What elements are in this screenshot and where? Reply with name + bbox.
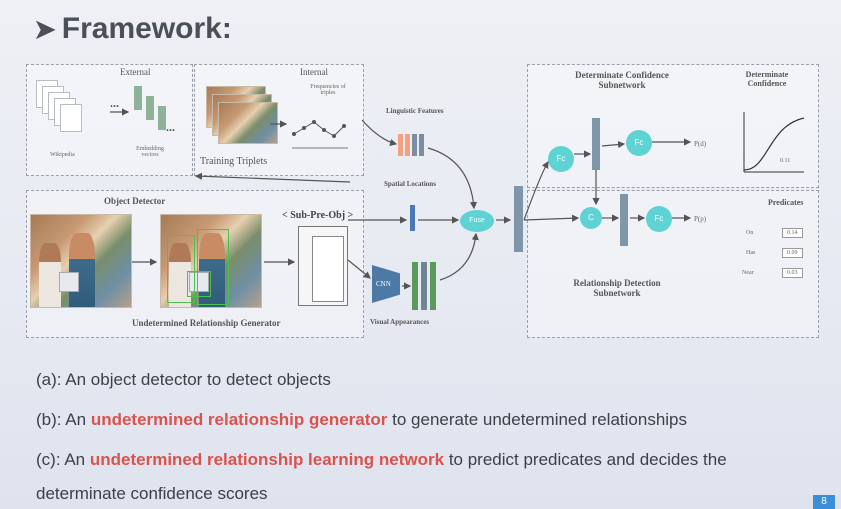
embedding-vector — [158, 106, 166, 130]
concat-node: C — [580, 207, 602, 229]
linguistic-feature-bar — [405, 134, 410, 156]
predicate-name: Near — [742, 270, 754, 276]
cnn-label: CNN — [376, 280, 391, 288]
page-number: 8 — [813, 495, 835, 509]
slide-title: ➤Framework: — [34, 12, 232, 46]
ellipsis-text: ... — [166, 120, 175, 134]
bullet-c-continued: determinate confidence scores — [36, 484, 268, 504]
bullet-b: (b): An undetermined relationship genera… — [36, 410, 687, 430]
wikipedia-label: Wikipedia — [50, 152, 75, 158]
bullet-text: (b): An — [36, 410, 91, 429]
bullet-c: (c): An undetermined relationship learni… — [36, 450, 727, 470]
fused-feature-bar — [514, 186, 523, 252]
linguistic-features-label: Linguistic Features — [386, 107, 444, 115]
linguistic-feature-bar — [398, 134, 403, 156]
fc-node-shared: Fc — [548, 146, 574, 172]
bullet-text: (a): An object detector to detect object… — [36, 370, 331, 389]
generator-label: Undetermined Relationship Generator — [132, 318, 281, 328]
external-label: External — [120, 67, 151, 77]
bullet-text: to generate undetermined relationships — [387, 410, 688, 429]
pp-label: P(p) — [694, 215, 707, 223]
detected-image — [160, 214, 262, 308]
conf-feature-bar — [592, 118, 600, 170]
predicate-score: 0.09 — [782, 248, 803, 258]
linguistic-feature-bar — [419, 134, 424, 156]
visual-appearances-label: Visual Appearances — [370, 318, 430, 326]
fc-node-rel: Fc — [646, 206, 672, 232]
embedding-vector — [134, 86, 142, 110]
frequencies-label: Frequencies of triples — [310, 84, 346, 96]
spatial-feature-bar — [410, 205, 415, 231]
rel-feature-bar — [620, 194, 628, 246]
predicates-label: Predicates — [768, 198, 804, 207]
bullet-text: to predict predicates and decides the — [444, 450, 727, 469]
training-triplets-label: Training Triplets — [200, 156, 268, 167]
conf-value: 0.11 — [780, 158, 791, 164]
object-detector-label: Object Detector — [104, 196, 166, 206]
predicate-score: 0.14 — [782, 228, 803, 238]
input-image — [30, 214, 132, 308]
detection-box — [167, 235, 195, 303]
embedding-vector — [146, 96, 154, 120]
embedding-label: Embedding vectors — [136, 146, 164, 158]
fc-node-conf: Fc — [626, 130, 652, 156]
bullet-highlight: undetermined relationship generator — [90, 410, 388, 429]
spatial-locations-label: Spatial Locations — [384, 180, 436, 188]
detection-box — [197, 229, 229, 305]
confidence-curve-plot — [743, 112, 805, 173]
bullet-text: determinate confidence scores — [36, 484, 268, 503]
internal-label: Internal — [300, 67, 328, 77]
predicate-name: Has — [746, 250, 756, 256]
frequency-plot — [292, 120, 348, 149]
visual-feature-bar — [421, 262, 427, 310]
candidate-region-inner — [312, 236, 344, 302]
ellipsis-text: ... — [110, 96, 119, 110]
det-conf-label: Determinate Confidence — [745, 70, 789, 88]
arrow-bullet-icon: ➤ — [34, 14, 56, 44]
sub-pre-obj-label: < Sub-Pre-Obj > — [282, 210, 354, 221]
fuse-node: Fuse — [460, 210, 494, 232]
bullet-text: (c): An — [36, 450, 90, 469]
visual-feature-bar — [430, 262, 436, 310]
bullet-highlight: undetermined relationship learning netwo… — [89, 450, 445, 469]
visual-feature-bar — [412, 262, 418, 310]
linguistic-feature-bar — [412, 134, 417, 156]
wikipedia-doc-icon — [60, 104, 82, 132]
pd-label: P(d) — [694, 140, 707, 148]
predicate-score: 0.03 — [782, 268, 803, 278]
rel-det-subnetwork-label: Relationship Detection Subnetwork — [573, 278, 661, 298]
training-image-thumbnail — [218, 102, 278, 144]
predicate-name: On — [746, 230, 754, 236]
det-conf-subnetwork-box — [527, 64, 819, 188]
det-conf-subnetwork-label: Determinate Confidence Subnetwork — [575, 70, 669, 90]
detection-box — [187, 271, 211, 297]
rel-det-subnetwork-box — [527, 190, 819, 338]
bullet-a: (a): An object detector to detect object… — [36, 370, 331, 390]
title-text: Framework: — [61, 12, 232, 45]
